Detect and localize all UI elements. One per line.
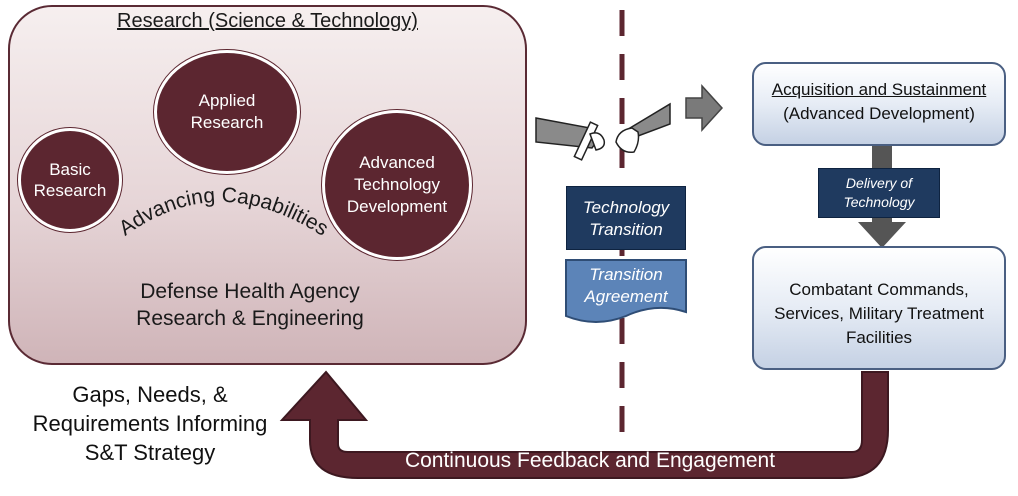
advanced-tech-circle: Advanced Technology Development <box>322 110 472 260</box>
delivery-line1: Delivery of <box>845 175 913 191</box>
research-title: Research (Science & Technology) <box>117 10 418 32</box>
advancing-capabilities-arc: Advancing Capabilities <box>115 184 333 241</box>
technology-transition-line2: Transition <box>589 220 663 239</box>
feedback-loop-arrow <box>279 370 889 479</box>
feedback-label: Continuous Feedback and Engagement <box>404 449 776 472</box>
delivery-line2: Technology <box>843 194 915 210</box>
svg-text:Advancing Capabilities: Advancing Capabilities <box>115 184 333 241</box>
transition-agreement-document <box>565 259 687 323</box>
applied-research-circle: Applied Research <box>154 50 300 174</box>
dha-org-line2: Research & Engineering <box>136 307 364 330</box>
arrow-to-acquisition-icon <box>685 84 724 132</box>
gaps-needs-label: Gaps, Needs, & Requirements Informing S&… <box>0 380 300 467</box>
dha-org-line1: Defense Health Agency <box>140 280 360 303</box>
delivery-tag: Delivery of Technology <box>818 168 940 218</box>
combatant-panel: Combatant Commands, Services, Military T… <box>752 246 1006 370</box>
advancing-capabilities-label: Advancing Capabilities <box>115 184 333 241</box>
combatant-line3: Facilities <box>845 328 913 347</box>
acquisition-title: Acquisition and Sustainment <box>771 80 987 99</box>
gaps-line3: S&T Strategy <box>84 440 216 465</box>
acquisition-subtitle: (Advanced Development) <box>783 104 975 123</box>
combatant-line1: Combatant Commands, <box>789 280 969 299</box>
acquisition-panel: Acquisition and Sustainment (Advanced De… <box>752 62 1006 146</box>
combatant-line2: Services, Military Treatment <box>774 304 984 323</box>
transition-agreement-line2: Agreement <box>584 287 668 306</box>
basic-research-circle: Basic Research <box>18 128 122 232</box>
advanced-tech-label: Advanced Technology Development <box>346 153 448 216</box>
technology-transition-tag: Technology Transition <box>566 186 686 250</box>
dha-org-label: Defense Health Agency Research & Enginee… <box>60 278 440 332</box>
gaps-line1: Gaps, Needs, & <box>72 382 228 407</box>
technology-transition-line1: Technology <box>582 198 670 217</box>
gaps-line2: Requirements Informing <box>32 411 268 436</box>
handoff-hands-icon <box>535 102 671 161</box>
transition-agreement-label: Transition Agreement <box>566 264 686 308</box>
applied-research-label: Applied Research <box>190 91 264 132</box>
basic-research-label: Basic Research <box>33 160 107 200</box>
transition-agreement-line1: Transition <box>589 265 663 284</box>
